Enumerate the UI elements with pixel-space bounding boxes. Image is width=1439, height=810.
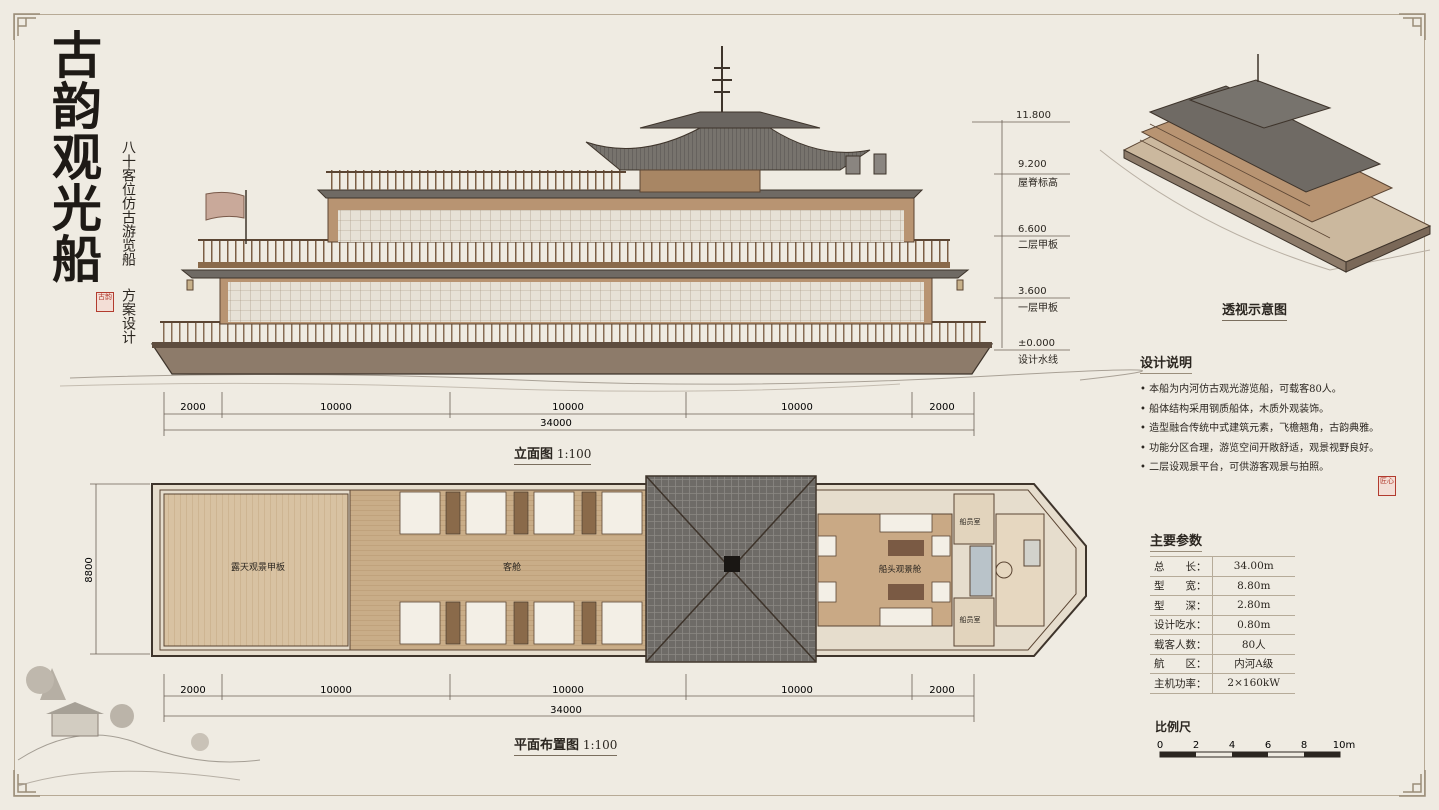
level-value: ±0.000 — [1018, 338, 1055, 349]
level-value: 6.600 — [1018, 224, 1047, 235]
params-heading: 主要参数 — [1150, 530, 1203, 552]
dimension-label: 2000 — [180, 402, 205, 413]
corner-ornament — [1399, 13, 1426, 40]
elevation-drawing: 11.800 9.200 屋脊标高 6.600 二层甲板 3.600 一层甲板 … — [59, 46, 1143, 436]
plan-width-dimension: 8800 — [84, 557, 95, 582]
dimension-label: 2000 — [929, 685, 954, 696]
param-value: 内河A级 — [1211, 653, 1295, 674]
dimension-label: 2000 — [180, 685, 205, 696]
note-item: • 造型融合传统中式建筑元素，飞檐翘角，古韵典雅。 — [1140, 423, 1380, 434]
plan-drawing: 露天观景甲板 客舱 船头观景舱 船员室 船员室 8800 — [84, 475, 1087, 722]
scale-tick: 4 — [1229, 740, 1235, 751]
table-row: 载客人数：80人 — [1150, 634, 1295, 655]
level-name: 设计水线 — [1018, 353, 1058, 366]
param-value: 2×160kW — [1211, 673, 1295, 694]
notes-heading: 设计说明 — [1140, 352, 1193, 374]
scale-tick: 6 — [1265, 740, 1271, 751]
room-label-bow-cabin: 船头观景舱 — [879, 564, 922, 575]
dimension-label: 10000 — [781, 402, 813, 413]
room-label-crew: 船员室 — [960, 517, 981, 526]
table-row: 总 长：34.00m — [1150, 556, 1295, 577]
corner-ornament — [1399, 770, 1426, 797]
perspective-label: 透视示意图 — [1222, 299, 1288, 321]
param-key: 航 区： — [1150, 653, 1212, 674]
param-key: 型 宽： — [1150, 575, 1212, 596]
param-key: 设计吃水： — [1150, 614, 1212, 635]
elevation-label: 立面图 1:100 — [514, 443, 592, 465]
level-value: 3.600 — [1018, 286, 1047, 297]
param-key: 载客人数： — [1150, 634, 1212, 655]
scale-tick: 2 — [1193, 740, 1199, 751]
scale-tick: 0 — [1157, 740, 1163, 751]
table-row: 航 区：内河A级 — [1150, 653, 1295, 674]
dimension-label: 2000 — [929, 402, 954, 413]
param-key: 主机功率： — [1150, 673, 1212, 694]
elevation-label-text: 立面图 — [514, 447, 554, 462]
perspective-label-text: 透视示意图 — [1222, 303, 1288, 318]
dimension-label: 10000 — [781, 685, 813, 696]
seal-stamp: 古韵 — [96, 292, 114, 312]
param-value: 34.00m — [1211, 556, 1295, 577]
param-key: 型 深： — [1150, 595, 1212, 616]
param-value: 2.80m — [1211, 595, 1295, 616]
landscape-sketch — [17, 666, 261, 787]
scale-tick: 10m — [1333, 740, 1355, 751]
main-title: 古韵观光船 — [52, 26, 102, 289]
room-label-crew: 船员室 — [960, 615, 981, 624]
room-label-cabin: 客舱 — [503, 561, 521, 573]
dimension-label: 10000 — [552, 402, 584, 413]
main-parameters: 主要参数 总 长：34.00m 型 宽：8.80m 型 深：2.80m 设计吃水… — [1150, 530, 1295, 694]
dimension-label: 10000 — [320, 685, 352, 696]
design-notes: 设计说明 • 本船为内河仿古观光游览船，可载客80人。 • 船体结构采用钢质船体… — [1140, 352, 1410, 478]
table-row: 型 深：2.80m — [1150, 595, 1295, 616]
table-row: 型 宽：8.80m — [1150, 575, 1295, 596]
param-value: 80人 — [1211, 634, 1295, 655]
scale-heading: 比例尺 — [1155, 720, 1192, 734]
plan-label-text: 平面布置图 — [514, 738, 580, 753]
level-value: 11.800 — [1016, 110, 1051, 121]
subtitle: 八十客位仿古游览船 — [120, 140, 136, 266]
level-value: 9.200 — [1018, 159, 1047, 170]
dimension-total: 34000 — [540, 418, 572, 429]
note-item: • 船体结构采用钢质船体，木质外观装饰。 — [1140, 403, 1330, 415]
param-value: 8.80m — [1211, 575, 1295, 596]
param-key: 总 长： — [1150, 556, 1212, 577]
note-item: • 功能分区合理，游览空间开敞舒适，观景视野良好。 — [1140, 442, 1380, 454]
dimension-total: 34000 — [550, 705, 582, 716]
room-label-open-deck: 露天观景甲板 — [231, 561, 285, 573]
seal-stamp: 匠心 — [1378, 476, 1396, 496]
table-row: 主机功率：2×160kW — [1150, 673, 1295, 694]
scale-bar: 0 2 4 6 8 10m — [1157, 740, 1355, 758]
params-table: 总 长：34.00m 型 宽：8.80m 型 深：2.80m 设计吃水：0.80… — [1150, 556, 1295, 694]
scale-tick: 8 — [1301, 740, 1307, 751]
level-name: 一层甲板 — [1018, 301, 1058, 314]
plan-label: 平面布置图 1:100 — [514, 734, 618, 756]
dimension-label: 10000 — [552, 685, 584, 696]
note-item: • 二层设观景平台，可供游客观景与拍照。 — [1140, 462, 1330, 473]
elevation-scale: 1:100 — [556, 447, 592, 461]
plan-scale: 1:100 — [582, 738, 618, 752]
level-name: 二层甲板 — [1018, 238, 1058, 251]
table-row: 设计吃水：0.80m — [1150, 614, 1295, 635]
level-name: 屋脊标高 — [1018, 176, 1058, 189]
scale-section: 比例尺 — [1155, 718, 1365, 739]
subtitle-design: 方案设计 — [120, 288, 136, 344]
perspective-sketch — [1099, 54, 1432, 273]
corner-ornament — [13, 13, 40, 40]
note-item: • 本船为内河仿古观光游览船，可载客80人。 — [1140, 384, 1342, 395]
dimension-label: 10000 — [320, 402, 352, 413]
param-value: 0.80m — [1211, 614, 1295, 635]
sheet-border — [14, 14, 1425, 796]
